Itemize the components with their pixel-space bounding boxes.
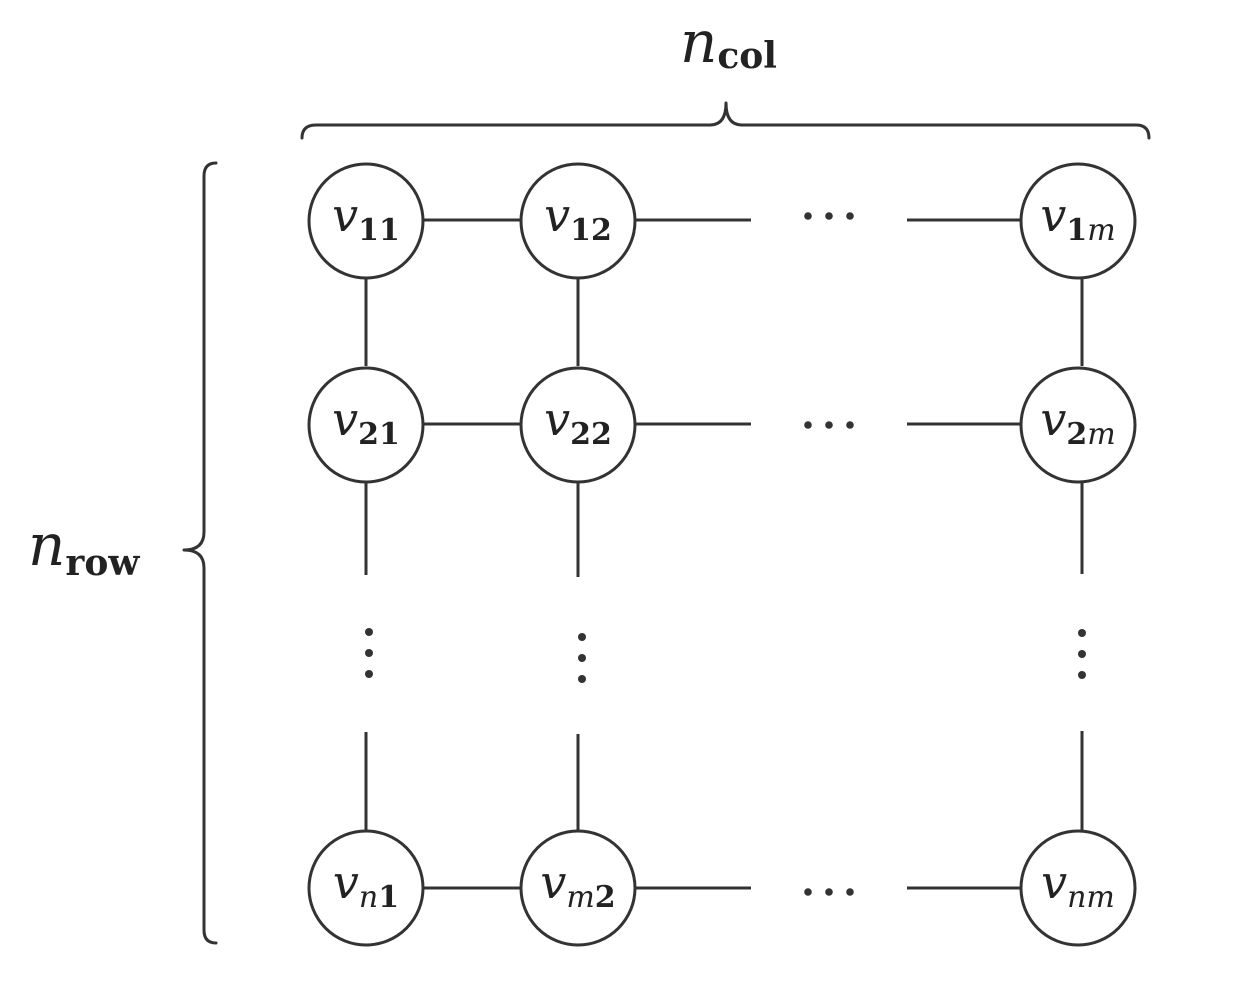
vertical-edges (364, 278, 1084, 830)
node-circle (519, 366, 637, 484)
node-label: v11 (332, 188, 400, 248)
node-subscript: m (1087, 417, 1115, 452)
node-subscript: 1 (570, 213, 591, 248)
row-count-sub: row (65, 542, 140, 584)
node-circle (1019, 829, 1137, 947)
node-circle (1019, 162, 1137, 280)
node-subscript: 1 (379, 417, 400, 452)
node-var: v (1040, 392, 1066, 446)
node-circle (307, 829, 425, 947)
node-v1m: v1m (1019, 162, 1137, 280)
column-count-label: ncol (680, 8, 777, 77)
node-circle (307, 366, 425, 484)
column-brace (300, 101, 1151, 140)
node-circle (519, 162, 637, 280)
node-subscript: m (566, 880, 594, 915)
node-label: vnm (1041, 855, 1115, 915)
node-var: v (332, 392, 358, 446)
node-subscript: 2 (570, 417, 591, 452)
node-vm2: vm2 (519, 829, 637, 947)
row-count-var: n (28, 511, 65, 579)
node-var: v (544, 392, 570, 446)
horizontal-edges (424, 218, 1021, 890)
node-v21: v21 (307, 366, 425, 484)
node-v2m: v2m (1019, 366, 1137, 484)
node-var: v (1040, 188, 1066, 242)
horizontal-ellipsis-row3 (804, 888, 854, 896)
node-subscript: 1 (358, 213, 379, 248)
node-subscript: 2 (1066, 417, 1087, 452)
vertical-ellipsis-col1 (365, 628, 373, 678)
node-subscript: 2 (595, 880, 616, 915)
node-vnm: vnm (1019, 829, 1137, 947)
node-subscript: m (1087, 213, 1115, 248)
node-subscript: n (359, 880, 378, 915)
node-label: v1m (1040, 188, 1115, 248)
node-v22: v22 (519, 366, 637, 484)
node-var: v (540, 855, 566, 909)
node-subscript: 1 (1066, 213, 1087, 248)
node-var: v (544, 188, 570, 242)
node-var: v (332, 188, 358, 242)
node-label: vm2 (540, 855, 615, 915)
node-v11: v11 (307, 162, 425, 280)
node-subscript: nm (1067, 880, 1115, 915)
node-subscript: 1 (379, 213, 400, 248)
node-subscript: 2 (591, 213, 612, 248)
node-var: v (333, 855, 359, 909)
node-label: v21 (332, 392, 400, 452)
node-circle (307, 162, 425, 280)
horizontal-ellipsis-row2 (804, 421, 854, 429)
column-count-var: n (680, 8, 717, 76)
node-vn1: vn1 (307, 829, 425, 947)
node-var: v (1041, 855, 1067, 909)
column-count-sub: col (717, 35, 777, 77)
node-subscript: 2 (358, 417, 379, 452)
vertical-ellipsis-col3 (1078, 629, 1086, 679)
node-label: v22 (544, 392, 612, 452)
node-circle (519, 829, 637, 947)
horizontal-ellipsis-row1 (804, 212, 854, 220)
row-brace (182, 161, 218, 945)
vertical-ellipsis-col2 (578, 633, 586, 683)
node-label: vn1 (333, 855, 399, 915)
row-count-label: nrow (28, 511, 140, 584)
node-subscript: 2 (591, 417, 612, 452)
node-subscript: 1 (378, 880, 399, 915)
node-circle (1019, 366, 1137, 484)
node-label: v12 (544, 188, 612, 248)
node-label: v2m (1040, 392, 1115, 452)
node-v12: v12 (519, 162, 637, 280)
